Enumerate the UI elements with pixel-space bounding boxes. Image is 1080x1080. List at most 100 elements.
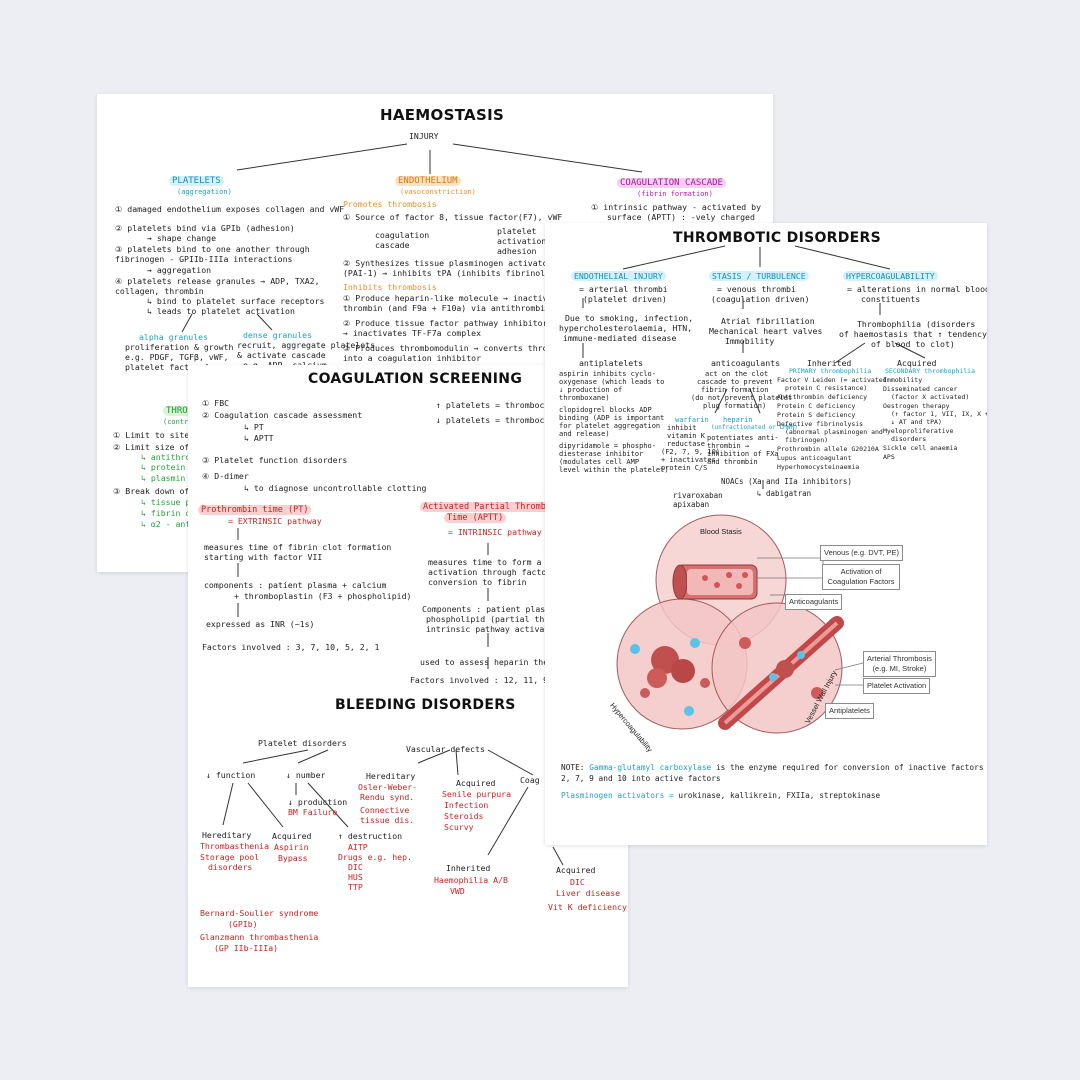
list-item: conversion to fibrin [428,577,527,587]
haemostasis-title: HAEMOSTASIS [380,106,505,124]
note-prefix: NOTE: [561,763,585,772]
platelets-heading: PLATELETS [169,176,224,186]
dense-granules-heading: dense granules [243,330,313,340]
list-item: Thrombophilia (disorders [857,319,976,329]
list-item: inhibition of FXa [707,450,779,458]
list-item: platelet activation / adhesion [497,226,557,256]
platelets-up: ↑ platelets = thrombocytosis [436,400,575,410]
list-item: diesterase inhibitor [559,450,644,458]
list-item: ↳ protein C [141,462,196,472]
cascade-sub: (fibrin formation) [637,190,713,198]
antiplatelets-heading: antiplatelets [579,358,644,368]
list-item: Liver disease [556,888,621,898]
list-item: Scurvy [444,822,474,832]
inherited-heading: Inherited [807,358,852,368]
list-item: Promotes thrombosis [343,199,437,209]
vascular-hereditary-label: Hereditary [366,771,416,781]
coag-screening-title: COAGULATION SCREENING [308,371,523,387]
list-item: Disseminated cancer [883,385,958,393]
thrombotic-page: THROMBOTIC DISORDERS ENDOTHELIAL INJURY … [545,223,987,845]
list-item: ② platelets bind via GPIb (adhesion) [115,223,295,233]
list-item: ① damaged endothelium exposes collagen a… [115,204,345,214]
noacs-label: NOACs (Xa and IIa inhibitors) [721,477,852,486]
list-item: expressed as INR (~1s) [206,619,315,629]
haemostasis-arrows [181,143,643,333]
list-item: Rendu synd. [360,792,415,802]
alpha-granules-heading: alpha granules [139,332,209,342]
list-item: inhibit [667,424,697,432]
list-item: fibrin formation [701,386,769,394]
list-item: ↳ APTT [244,433,274,443]
list-item: for platelet aggregation [559,422,661,430]
list-item: level within the platelet) [559,466,669,474]
glanzmann-gp: (GP IIb-IIIa) [214,943,279,953]
list-item: ① intrinsic pathway - activated by [591,202,762,212]
stasis-heading: STASIS / TURBULENCE [709,271,809,281]
list-item: Hyperhomocysteinaemia [777,463,860,471]
list-item: ② Produce tissue factor pathway inhibito… [343,318,583,338]
antiplatelets-box: Antiplatelets [825,703,874,719]
list-item: recruit, aggregate platelets [237,340,376,350]
list-item: & activate cascade [237,350,326,360]
dabigatran-label: ↳ dabigatran [757,489,812,498]
list-item: (coagulation driven) [711,294,810,304]
list-item: Vit K deficiency [548,902,627,912]
clot-cluster-icon [630,638,710,716]
list-item: aspirin inhibits cyclo- [559,370,656,378]
list-item: immune-mediated disease [563,333,677,343]
endothelial-injury-heading: ENDOTHELIAL INJURY [571,271,666,281]
bm-failure: BM Failure [288,807,338,817]
list-item: ↳ fibrin d [141,508,191,518]
list-item: of haemostasis that ↑ tendency [839,329,987,339]
list-item: Storage pool [200,852,260,862]
glanzmann: Glanzmann thrombasthenia [200,932,319,942]
endothelium-heading: ENDOTHELIUM [395,176,461,186]
list-item: fibrinogen) [785,436,829,444]
list-item: ↳ bind to platelet surface receptors [147,296,325,306]
vessel-wall-icon [718,616,844,730]
list-item: measures time to form a clot [428,557,567,567]
list-item: phospholipid (partial thrombo.) [426,614,579,624]
list-item: (do not prevent platelet [691,394,793,402]
list-item: HUS [348,872,363,882]
list-item: Protein S deficiency [777,411,856,419]
list-item: ↳ PT [244,422,264,432]
aptt-heading-2: Time (APTT) [444,513,507,523]
acquired-sub: SECONDARY thrombophilia [885,367,976,375]
note-line-2: 2, 7, 9 and 10 into active factors [561,774,721,783]
list-item: Mechanical heart valves [709,326,823,336]
list-item: thromboxane) [559,394,610,402]
list-item: used to assess heparin therapy [420,657,568,667]
list-item: potentiates anti- [707,434,779,442]
list-item: Factors involved : 12, 11, 9, 8, 10 [410,675,583,685]
list-item: (↑ factor 1, VII, IX, X + [891,410,987,418]
list-item: ↳ plasmin [141,473,186,483]
coagulation-arrows [222,528,564,866]
list-item: protein C resistance) [785,384,868,392]
list-item: DIC [348,862,363,872]
list-item: and thrombin [707,458,758,466]
list-item: of blood to clot) [871,339,955,349]
arterial-label: Arterial Thrombosis [867,654,932,663]
number-label: ↓ number [286,770,326,780]
list-item: ② Synthesizes tissue plasminogen activat… [343,258,573,278]
list-item: ② Limit size of clot [113,442,214,452]
list-item: ① FBC [202,398,230,408]
list-item: = venous thrombi [717,284,796,294]
list-item: ④ platelets release granules → ADP, TXA2… [115,276,320,296]
inherited-sub: PRIMARY thrombophilia [789,367,872,375]
endothelium-sub: (vasoconstriction) [400,188,476,196]
note-line-1: NOTE: Gamma-glutamyl carboxylase is the … [561,763,984,773]
list-item: activation through factor XII [428,567,571,577]
list-item: ↓ AT and tPA) [891,418,942,426]
list-item: (abnormal plasminogen and [785,428,883,436]
rivaroxaban-label: rivaroxaban [673,491,723,500]
list-item: Thrombasthenia [200,841,270,851]
blood-vessel-icon [672,564,758,600]
pt-heading: Prothrombin time (PT) [198,505,312,515]
list-item: Bypass [278,853,308,863]
list-item: plug formation) [703,402,767,410]
list-item: Factor V Leiden (= activated [777,376,887,384]
anticoagulants-box: Anticoagulants [785,594,843,610]
list-item: ② Coagulation cascade assessment [202,410,363,420]
